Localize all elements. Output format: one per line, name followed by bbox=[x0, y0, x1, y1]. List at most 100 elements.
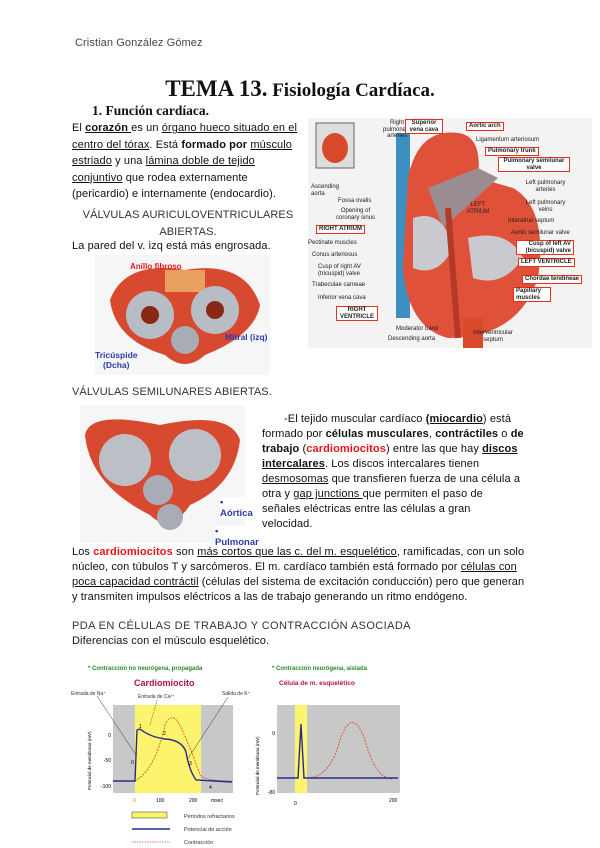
text: que permiten el paso de señales eléctric… bbox=[262, 488, 483, 530]
heart-label-boxed: RIGHT VENTRICLE bbox=[336, 306, 378, 321]
heart-label: Opening of coronary sinus bbox=[335, 208, 376, 221]
text: o bbox=[498, 428, 511, 440]
text: que transfieren fuerza de una célula a o… bbox=[262, 473, 521, 500]
y-tick: 0 bbox=[272, 731, 275, 737]
heart-label: Descending aorta bbox=[388, 336, 436, 342]
x-tick: 0 bbox=[294, 801, 297, 807]
legend-label: Potencial de acción bbox=[184, 827, 232, 833]
av-valves-image: Anillo fibroso Mitral (izq) Tricúspide(D… bbox=[95, 255, 270, 375]
text: más cortos que las c. del m. esquelético bbox=[197, 546, 397, 558]
heart-label: Conus arteriosus bbox=[312, 252, 358, 258]
pda-heading: PDA EN CÉLULAS DE TRABAJO Y CONTRACCIÓN … bbox=[72, 620, 411, 632]
text: . Los discos intercalares tienen bbox=[324, 458, 480, 470]
pda-subheading: Diferencias con el músculo esquelético. bbox=[72, 635, 270, 647]
heart-label-boxed: Papillary muscles bbox=[513, 287, 551, 302]
heart-label-boxed: Pulmonary trunk bbox=[485, 147, 539, 156]
text: ) entre las que hay bbox=[385, 443, 483, 455]
heart-label: Cusp of right AV (tricuspid) valve bbox=[318, 264, 361, 277]
av-valves-illustration bbox=[110, 268, 260, 364]
phase-label: 4 bbox=[209, 785, 212, 791]
text: formado por bbox=[181, 138, 251, 151]
left-refractory-period bbox=[135, 705, 201, 793]
term-corazon: corazón bbox=[85, 122, 132, 134]
label-tricuspide: Tricúspide(Dcha) bbox=[95, 350, 138, 370]
legend-label: Periodos refractarios bbox=[184, 814, 235, 820]
right-title: Célula de m. esquelético bbox=[279, 680, 355, 687]
pointer-line bbox=[96, 695, 137, 756]
heart-label: Moderator band bbox=[396, 326, 439, 332]
heart-label: Inferior vena cava bbox=[318, 295, 366, 301]
heart-label: Aortic semilunar valve bbox=[511, 230, 570, 236]
right-contraction-curve bbox=[306, 722, 393, 780]
heart-label-boxed: LEFT VENTRICLE bbox=[518, 258, 575, 267]
left-action-potential-curve bbox=[113, 728, 233, 783]
text: Tricúspide bbox=[95, 350, 138, 360]
text: (Dcha) bbox=[103, 360, 130, 370]
label-mitral: Mitral (izq) bbox=[225, 332, 268, 342]
left-title: Cardiomiocito bbox=[134, 678, 195, 688]
heart-label-boxed: Cusp of left AV (bicuspid) valve bbox=[516, 240, 574, 255]
sl-valves-illustration bbox=[85, 419, 240, 530]
phase-label: 0 bbox=[131, 760, 134, 766]
phase-label: 2 bbox=[163, 731, 166, 737]
text: lámina doble de tejido conjuntivo bbox=[72, 155, 255, 184]
text: (miocardio bbox=[425, 413, 483, 425]
page-title: TEMA 13. Fisiología Cardíaca. bbox=[0, 76, 600, 102]
text: gap junctions bbox=[293, 488, 363, 500]
intro-paragraph: El corazón es un órgano hueco situado en… bbox=[72, 120, 304, 203]
text: -El tejido muscular cardíaco bbox=[284, 413, 426, 425]
text: Los bbox=[72, 546, 94, 558]
legend-label: Contracción bbox=[184, 840, 213, 846]
y-tick: -50 bbox=[104, 758, 111, 764]
right-refractory-period bbox=[295, 705, 307, 793]
heart-label-boxed: Chordae tendineae bbox=[522, 275, 583, 284]
heart-label: Interatrial septum bbox=[508, 218, 555, 224]
label-aortica: • Aórtica bbox=[220, 497, 253, 519]
text: , ramificadas, con un solo núcleo, con t… bbox=[72, 546, 525, 573]
sl-valves-image: • Aórtica • Pulmonar bbox=[80, 405, 259, 548]
text: (células del sistema de excitación condu… bbox=[72, 576, 525, 603]
x-tick: 200 bbox=[189, 798, 198, 804]
label-k: Salida de K⁺ bbox=[222, 691, 251, 697]
label-anillo-fibroso: Anillo fibroso bbox=[130, 262, 182, 271]
phase-label: 1 bbox=[139, 724, 142, 730]
y-axis-label: Potencial de membrana (mV) bbox=[255, 736, 260, 795]
heart-label: Ligamentum arteriosum bbox=[476, 137, 540, 143]
text: es un bbox=[131, 122, 162, 134]
text: El bbox=[72, 122, 86, 134]
sl-heading: VÁLVULAS SEMILUNARES ABIERTAS. bbox=[72, 386, 272, 398]
text: , bbox=[428, 428, 436, 440]
title-number: TEMA 13. bbox=[165, 76, 268, 101]
av-heading: VÁLVULAS AURICULOVENTRICULARES ABIERTAS. bbox=[82, 209, 294, 238]
author-header: Cristian González Gómez bbox=[75, 37, 203, 49]
heart-label: Ascending aorta bbox=[311, 184, 340, 197]
heart-label-boxed: Superior vena cava bbox=[405, 119, 443, 134]
title-text: Fisiología Cardíaca. bbox=[272, 80, 435, 101]
heart-illustration bbox=[315, 122, 541, 348]
text: cardiomiocitos bbox=[93, 546, 173, 558]
y-tick: 0 bbox=[108, 733, 111, 739]
text: . Está bbox=[149, 138, 182, 151]
section-heading: 1. Función cardíaca. bbox=[92, 103, 209, 118]
text: ( bbox=[299, 443, 307, 455]
av-note: La pared del v. izq está más engrosada. bbox=[72, 240, 271, 252]
heart-label: LEFT ATRIUM bbox=[466, 202, 490, 215]
x-tick: 200 bbox=[389, 798, 398, 804]
x-tick: 100 bbox=[156, 798, 165, 804]
cardiomiocitos-paragraph: Los cardiomiocitos son más cortos que la… bbox=[72, 545, 532, 605]
heart-label: Left pulmonary arteries bbox=[525, 180, 566, 193]
x-tick: 0 bbox=[133, 798, 136, 804]
x-unit: msec bbox=[211, 798, 223, 804]
text: de trabajo bbox=[262, 428, 524, 455]
text: y una bbox=[111, 155, 146, 167]
text: discos intercalares bbox=[262, 443, 518, 470]
text: desmosomas bbox=[262, 473, 329, 485]
heart-label: Pectinate muscles bbox=[308, 240, 357, 246]
phase-label: 3 bbox=[189, 761, 192, 767]
pointer-line bbox=[149, 699, 158, 726]
label-pulmonar: • Pulmonar bbox=[215, 526, 259, 548]
heart-label: Right pulmonary arteries bbox=[382, 120, 411, 139]
y-tick: -100 bbox=[101, 784, 111, 790]
heart-label-boxed: RIGHT ATRIUM bbox=[316, 225, 365, 234]
